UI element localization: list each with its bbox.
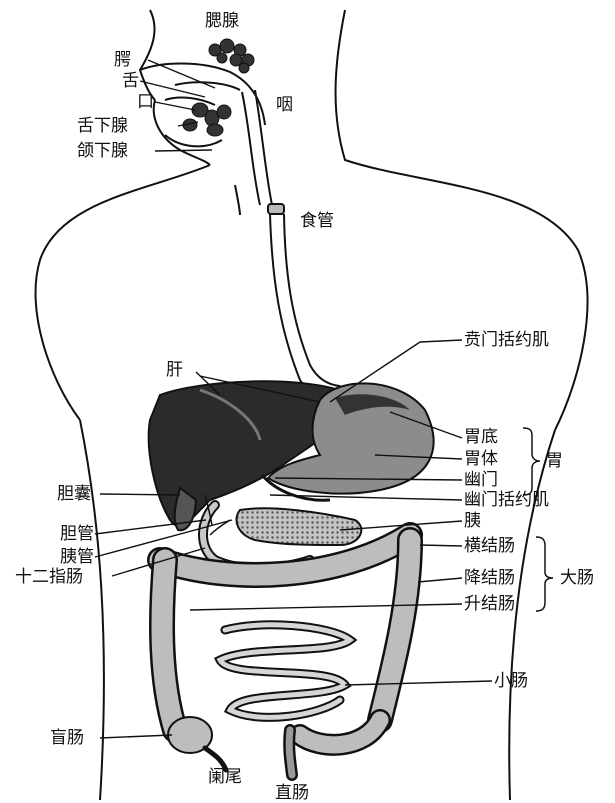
label-fundus: 胃底 <box>464 427 498 447</box>
label-transverse-colon: 横结肠 <box>464 536 515 556</box>
label-appendix: 阑尾 <box>208 767 242 787</box>
label-bile-duct: 胆管 <box>60 524 94 544</box>
label-stomach: 胃 <box>546 451 563 471</box>
label-parotid-gland: 腮腺 <box>205 11 239 31</box>
label-esophagus: 食管 <box>300 211 334 231</box>
label-tongue: 舌 <box>122 71 139 91</box>
label-ascending-colon: 升结肠 <box>464 594 515 614</box>
label-pancreatic-duct: 胰管 <box>60 547 94 567</box>
label-descending-colon: 降结肠 <box>464 568 515 588</box>
pancreas-shape <box>236 508 361 545</box>
label-cecum: 盲肠 <box>50 728 84 748</box>
label-pyloric-sphincter: 幽门括约肌 <box>464 490 549 510</box>
label-sublingual-gland: 舌下腺 <box>77 116 128 136</box>
label-pancreas: 胰 <box>464 511 481 531</box>
label-mouth: 口 <box>137 92 154 112</box>
label-rectum: 直肠 <box>275 783 309 803</box>
salivary-glands-shape <box>183 103 231 136</box>
label-small-intestine: 小肠 <box>494 671 528 691</box>
label-pylorus: 幽门 <box>464 470 498 490</box>
esophagus-shape <box>268 204 340 402</box>
label-submandibular-gland: 颌下腺 <box>77 141 128 161</box>
label-stomach-body: 胃体 <box>464 449 498 469</box>
label-cardiac-sphincter: 贲门括约肌 <box>464 330 549 350</box>
label-liver: 肝 <box>166 360 183 380</box>
label-large-intestine: 大肠 <box>560 568 594 588</box>
label-pharynx: 咽 <box>276 95 293 115</box>
label-duodenum: 十二指肠 <box>15 567 83 587</box>
label-gallbladder: 胆囊 <box>57 484 91 504</box>
label-palate: 腭 <box>114 50 131 70</box>
